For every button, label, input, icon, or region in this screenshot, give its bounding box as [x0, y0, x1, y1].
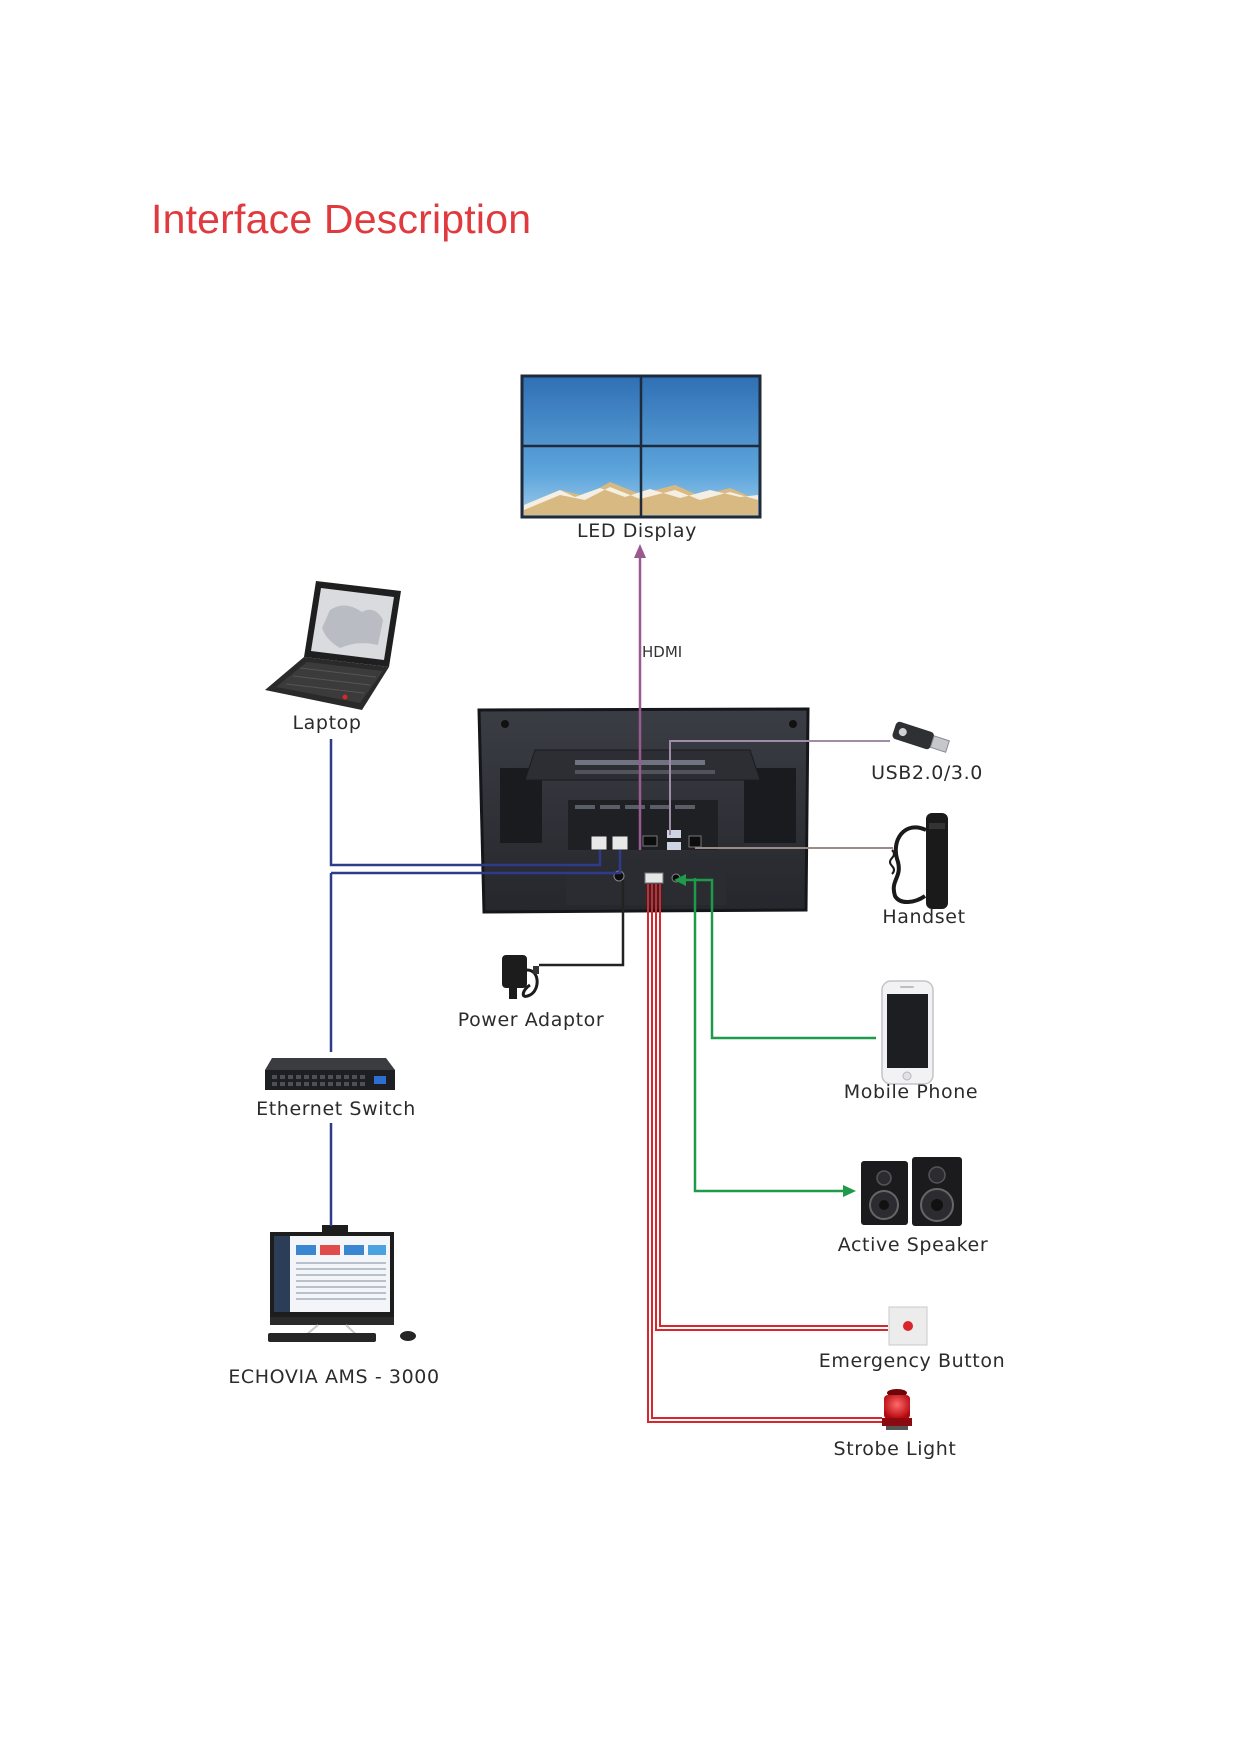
pc-monitor-image: [268, 1225, 416, 1342]
network-connection-lines: [329, 739, 622, 1226]
led-display-image: [520, 374, 762, 519]
ethernet-switch-label: Ethernet Switch: [256, 1098, 416, 1120]
mobile-phone-image: [881, 980, 934, 1085]
power-adaptor-image: [502, 955, 539, 999]
mobile-phone-label: Mobile Phone: [843, 1081, 979, 1103]
emergency-button-image: [888, 1306, 928, 1346]
handset-image: [889, 813, 948, 909]
page-title: Interface Description: [151, 196, 532, 242]
power-connection-line: [539, 880, 625, 967]
handset-label: Handset: [882, 906, 966, 928]
laptop-label: Laptop: [292, 712, 362, 734]
emergency-button-label: Emergency Button: [818, 1350, 1006, 1372]
alarm-connection-lines: [647, 884, 888, 1423]
usb-drive-image: [892, 721, 950, 753]
audio-connection-lines: [674, 874, 876, 1197]
active-speaker-label: Active Speaker: [837, 1234, 989, 1256]
strobe-light-label: Strobe Light: [833, 1438, 957, 1460]
hdmi-connection-line: [634, 544, 646, 850]
strobe-light-image: [882, 1389, 912, 1430]
usb-connection-line: [669, 740, 890, 835]
pc-label: ECHOVIA AMS - 3000: [228, 1366, 440, 1388]
ethernet-switch-image: [265, 1058, 395, 1090]
active-speaker-image: [861, 1157, 962, 1226]
usb-label: USB2.0/3.0: [871, 762, 983, 784]
hdmi-label: HDMI: [642, 643, 683, 661]
led-display-label: LED Display: [577, 520, 697, 542]
laptop-image: [265, 581, 401, 710]
main-device-rear-panel: [477, 707, 810, 914]
power-adaptor-label: Power Adaptor: [457, 1009, 605, 1031]
